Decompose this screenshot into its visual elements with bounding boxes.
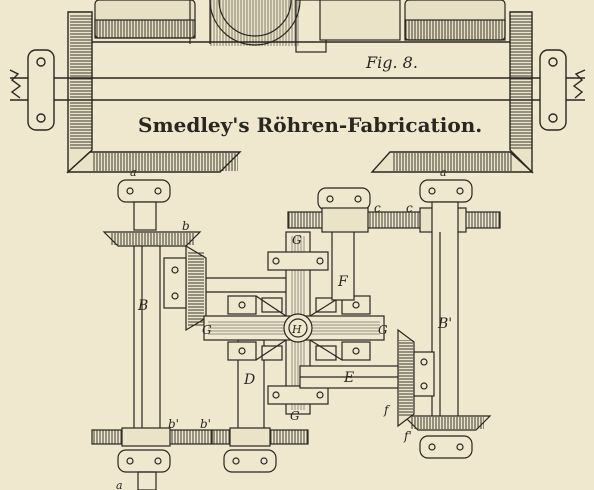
label-a-left: a	[130, 166, 137, 179]
label-f-prime: f'	[403, 429, 412, 443]
figure-caption: Fig. 8.	[365, 53, 418, 72]
figure-title: Smedley's Röhren-Fabrication.	[138, 113, 482, 137]
label-G-bottom: G	[290, 409, 300, 423]
label-c-1: c	[374, 201, 381, 215]
label-shaft-B: B	[137, 298, 148, 314]
label-shaft-E: E	[343, 370, 354, 386]
label-b-prime-2: b'	[200, 417, 211, 431]
label-b-prime-1: b'	[168, 417, 179, 431]
label-f: f	[383, 403, 391, 417]
label-H: H	[291, 323, 302, 336]
label-G-right: G	[378, 323, 388, 337]
label-a-right: a	[440, 166, 447, 179]
spur-gear-c	[287, 207, 501, 233]
label-shaft-F: F	[337, 274, 349, 290]
left-side-bevel-gear	[163, 244, 300, 332]
label-shaft-B-prime: B'	[437, 316, 452, 332]
label-b: b	[182, 219, 190, 233]
shaft-D-assembly	[211, 339, 309, 473]
shaft-B-assembly	[91, 179, 213, 490]
central-cross-assembly	[203, 231, 385, 415]
label-G-left: G	[202, 323, 212, 337]
top-gear-train	[94, 0, 506, 53]
label-bottom-edge: a	[116, 479, 123, 490]
label-shaft-D: D	[243, 372, 255, 388]
shaft-B-prime-assembly	[402, 179, 492, 459]
main-frame	[9, 11, 586, 174]
bevel-gear-f-and-shaft-E	[299, 328, 435, 428]
label-c-2: c	[406, 201, 413, 215]
label-G-top: G	[292, 233, 302, 247]
